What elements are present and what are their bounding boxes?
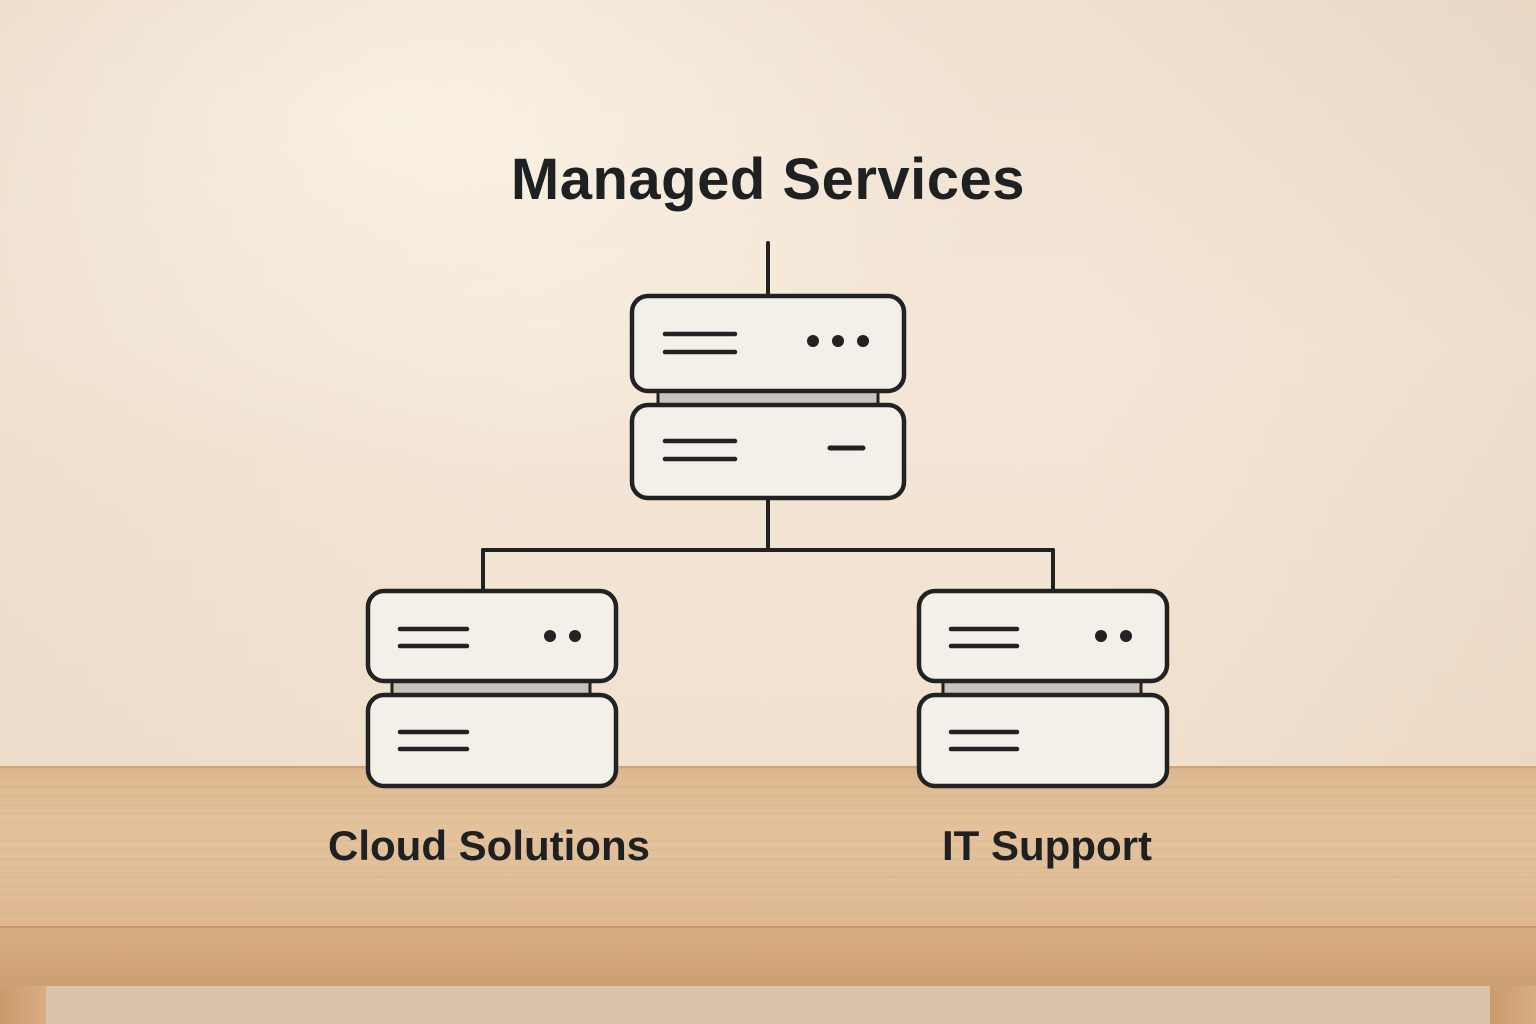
table-front-edge xyxy=(0,926,1536,988)
diagram-title: Managed Services xyxy=(510,147,1026,212)
server-unit-bottom xyxy=(629,402,907,501)
table-top xyxy=(0,768,1536,926)
table-leg-right xyxy=(1490,986,1536,1024)
server-unit-bottom xyxy=(916,692,1170,789)
indicator-dot xyxy=(544,630,556,642)
indicator-dot xyxy=(832,335,844,347)
indicator-dot xyxy=(569,630,581,642)
server-unit-top xyxy=(629,293,907,394)
indicator-dot xyxy=(857,335,869,347)
server-unit-top xyxy=(365,588,619,684)
indicator-dot xyxy=(807,335,819,347)
indicator-dot xyxy=(1095,630,1107,642)
node-label-it-support: IT Support xyxy=(942,822,1152,869)
server-stack-icon xyxy=(629,293,907,501)
connector-lines xyxy=(481,241,1055,593)
server-unit-top xyxy=(916,588,1170,684)
table-leg-left xyxy=(0,986,46,1024)
node-label-cloud-solutions: Cloud Solutions xyxy=(328,822,650,869)
server-stack-icon xyxy=(365,588,619,789)
server-stack-icon xyxy=(916,588,1170,789)
floor-under-table xyxy=(0,986,1536,1024)
indicator-dot xyxy=(1120,630,1132,642)
server-unit-bottom xyxy=(365,692,619,789)
